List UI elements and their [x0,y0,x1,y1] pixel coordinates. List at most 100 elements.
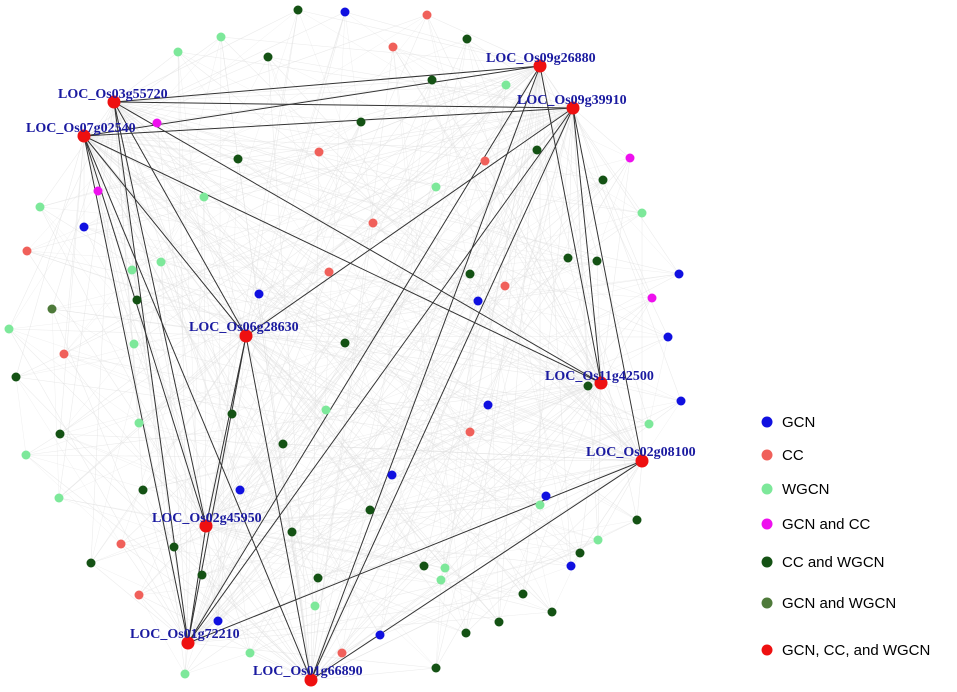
background-edge [435,186,602,384]
gene-node [4,324,14,334]
background-edge [8,328,140,424]
gene-node [337,648,347,658]
background-edge [341,179,604,654]
background-edge [187,611,553,644]
gene-node [79,222,89,232]
background-edge [187,474,393,644]
background-edge [220,36,239,160]
background-edge [83,135,471,433]
background-edge [444,567,467,634]
gene-node [245,648,255,658]
background-edge [25,454,312,681]
background-edge [15,376,27,456]
background-edge [184,382,602,675]
background-edge [379,38,468,636]
background-edge [173,546,316,607]
background-edge [83,135,506,287]
background-edge [431,79,471,275]
background-edge [51,101,115,310]
background-edge [217,158,239,622]
background-edge [113,101,316,607]
hub-edge [187,525,207,644]
hub-node [107,95,121,109]
background-edge [392,46,631,159]
gene-node [86,558,96,568]
background-edge [392,46,467,634]
background-edge [205,525,467,634]
background-edge [487,297,653,406]
background-edge [636,460,643,521]
background-edge [120,9,299,545]
hub-edge [113,101,247,337]
background-edge [83,135,284,445]
background-edge [314,11,346,607]
background-edge [217,335,247,622]
gene-node [647,293,657,303]
background-edge [142,489,219,622]
background-edge [113,79,433,103]
background-edge [113,101,219,622]
gene-node [324,267,334,277]
background-edge [328,186,437,273]
background-edge [267,56,643,462]
gene-node [35,202,45,212]
background-edge [83,36,222,137]
background-edge [113,101,553,613]
background-edge [51,308,233,415]
gene-node [47,304,57,314]
background-edge [113,101,489,406]
background-edge [58,497,207,527]
background-edge [97,190,381,636]
gene-node [278,439,288,449]
background-edge [239,400,682,491]
background-edge [291,107,574,533]
background-edge [138,65,541,424]
background-edge [83,135,500,623]
background-edge [245,335,553,613]
gene-node [676,396,686,406]
background-edge [51,308,189,644]
background-edge [187,489,241,644]
background-edge [201,509,371,576]
background-edge [440,382,602,581]
background-edge [59,65,541,435]
background-edge [203,196,247,337]
background-edge [184,121,362,675]
background-edge [297,9,524,595]
gene-node [356,117,366,127]
background-edge [325,409,425,567]
background-edge [187,179,604,644]
background-edge [59,433,442,581]
background-edge [567,157,631,259]
background-edge [90,525,207,564]
gene-node [127,265,137,275]
gene-node [293,5,303,15]
background-edge [187,84,507,644]
background-edge [291,460,643,533]
background-edge [444,65,541,569]
background-edge [310,652,343,681]
background-edge [469,431,643,462]
background-edge [26,107,574,252]
background-edge [90,562,219,622]
background-edge [58,101,115,499]
background-edge [249,107,574,654]
background-edge [8,328,207,527]
background-edge [59,433,293,533]
background-edge [567,107,574,259]
background-edge [39,206,247,337]
background-edge [25,454,524,595]
background-edge [83,135,446,569]
background-edge [440,84,507,581]
gene-node [213,616,223,626]
background-edge [8,260,598,330]
background-edge [177,51,437,188]
gene-node [340,338,350,348]
background-edge [39,206,437,669]
gene-node [263,52,273,62]
gene-node [518,589,528,599]
background-edge [142,382,602,491]
background-edge [392,46,643,462]
gene-node [535,500,545,510]
